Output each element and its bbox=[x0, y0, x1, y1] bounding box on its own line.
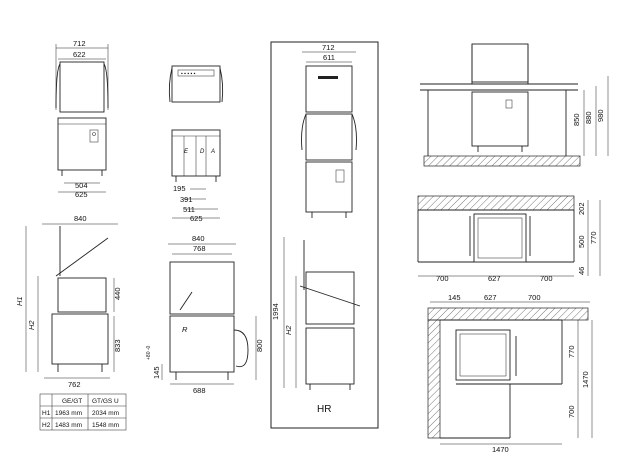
dim-627-corner: 627 bbox=[484, 293, 497, 302]
dim-840-left: 840 bbox=[74, 214, 87, 223]
dim-440: 440 bbox=[113, 287, 122, 300]
dim-800: 800 bbox=[255, 339, 264, 352]
dim-768: 768 bbox=[193, 244, 206, 253]
table-header-gt-gs-u: GT/GS U bbox=[92, 398, 119, 405]
dim-511: 511 bbox=[183, 205, 195, 214]
label-h1: H1 bbox=[15, 296, 24, 306]
dim-145-feet: 145 bbox=[152, 366, 161, 379]
dim-700-left: 700 bbox=[436, 274, 449, 283]
table-row-h2-label: H2 bbox=[42, 422, 51, 429]
dim-880: 880 bbox=[584, 111, 593, 124]
dim-145: 145 bbox=[448, 293, 461, 302]
table-elevation: 850 880 980 bbox=[420, 43, 609, 167]
dim-700-corner: 700 bbox=[528, 293, 541, 302]
dim-611: 611 bbox=[323, 53, 335, 62]
dim-712-hr: 712 bbox=[322, 43, 335, 52]
dim-1470-horizontal: 1470 bbox=[492, 445, 509, 454]
label-r: R bbox=[182, 325, 188, 334]
dim-625-side: 625 bbox=[190, 214, 203, 223]
dim-833: 833 bbox=[113, 339, 122, 352]
label-hr: HR bbox=[317, 404, 331, 415]
dim-202: 202 bbox=[577, 202, 586, 215]
side-view: ▪ ▪ ▪ ▪ ▪ E D A 195 391 511 625 bbox=[168, 65, 224, 223]
plan-straight: 202 500 770 46 700 627 700 bbox=[417, 195, 601, 283]
dim-770-plan: 770 bbox=[589, 231, 598, 244]
dim-627-plan: 627 bbox=[488, 274, 501, 283]
label-d: D bbox=[200, 149, 205, 155]
table-row-h1-label: H1 bbox=[42, 410, 51, 417]
dim-504: 504 bbox=[75, 181, 88, 190]
front-view: 712 622 504 625 bbox=[55, 39, 109, 199]
dim-195: 195 bbox=[173, 184, 186, 193]
table-row-h1-ge: 1963 mm bbox=[55, 410, 82, 417]
dim-1470-vertical: 1470 bbox=[581, 371, 590, 388]
dim-700-vertical: 700 bbox=[567, 405, 576, 418]
dim-625-front: 625 bbox=[75, 190, 88, 199]
height-table: GE/GT GT/GS U H1 1963 mm 2034 mm H2 1483… bbox=[39, 393, 127, 431]
label-h2-hr: H2 bbox=[284, 325, 293, 335]
dim-688: 688 bbox=[193, 386, 206, 395]
dim-1994: 1994 bbox=[271, 303, 280, 320]
side-elevation-middle: 840 768 R 800 145 +80 -0 688 bbox=[146, 234, 264, 395]
label-e: E bbox=[184, 149, 189, 155]
table-row-h1-gt: 2034 mm bbox=[92, 410, 119, 417]
dim-80-tolerance: +80 -0 bbox=[146, 345, 152, 360]
dim-762: 762 bbox=[68, 380, 81, 389]
dim-840-middle: 840 bbox=[192, 234, 205, 243]
svg-text:▪ ▪ ▪ ▪ ▪: ▪ ▪ ▪ ▪ ▪ bbox=[181, 71, 196, 77]
dim-850: 850 bbox=[572, 113, 581, 126]
dim-46: 46 bbox=[577, 267, 586, 275]
dim-700-right: 700 bbox=[540, 274, 553, 283]
hr-view: 712 611 1994 H2 HR bbox=[270, 41, 379, 429]
dim-712-front: 712 bbox=[73, 39, 86, 48]
table-header-ge-gt: GE/GT bbox=[62, 398, 82, 405]
dim-980: 980 bbox=[596, 109, 605, 122]
table-row-h2-gt: 1548 mm bbox=[92, 422, 119, 429]
side-elevation-left: 840 H1 H2 440 833 762 bbox=[15, 214, 122, 389]
label-a: A bbox=[210, 149, 215, 155]
dim-622: 622 bbox=[73, 50, 86, 59]
label-h2-left: H2 bbox=[27, 320, 36, 330]
dim-770-corner: 770 bbox=[567, 345, 576, 358]
dim-500: 500 bbox=[577, 235, 586, 248]
plan-corner: 145 627 700 770 1470 700 1470 bbox=[427, 293, 593, 454]
dim-391: 391 bbox=[180, 195, 193, 204]
table-row-h2-ge: 1483 mm bbox=[55, 422, 82, 429]
